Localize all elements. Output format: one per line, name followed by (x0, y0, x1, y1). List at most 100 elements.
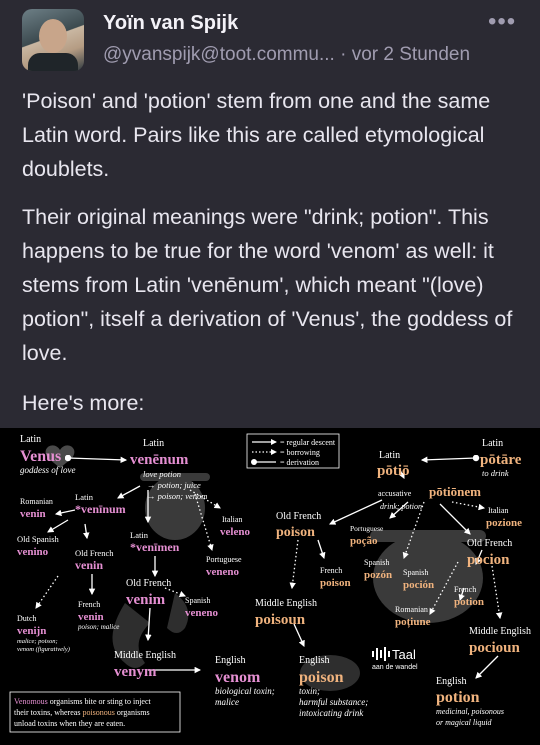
old-french-1-word: venin (75, 558, 103, 572)
avatar[interactable] (22, 9, 84, 71)
middle-english-pocioun-word: pocioun (469, 640, 521, 656)
cauldron-right-icon (370, 530, 486, 623)
old-spanish-lang: Old Spanish (17, 534, 60, 544)
svg-text:Venomous organisms bite or sti: Venomous organisms bite or sting to inje… (14, 697, 152, 706)
english-poison-gloss-2: harmful substance; (299, 697, 368, 707)
english-potion-gloss-2: or magical liquid (436, 718, 493, 727)
cauldron-left-icon (140, 473, 210, 540)
dutch-lang: Dutch (17, 614, 37, 623)
portuguese-potion-lang: Portuguese (350, 524, 384, 533)
latin-venus-lang: Latin (20, 434, 41, 445)
latin-veninum-lang: Latin (75, 492, 94, 502)
romanian-lang: Romanian (20, 497, 53, 506)
french-poison-lang: French (320, 566, 342, 575)
french-lang: French (78, 600, 100, 609)
frog-icon (300, 655, 360, 691)
middle-english-lang: Middle English (114, 650, 176, 661)
accusative-word: pōtiōnem (429, 484, 481, 499)
footnote: Venomous organisms bite or sting to inje… (9, 691, 181, 733)
english-venom-word: venom (215, 669, 261, 686)
spanish-lang: Spanish (185, 596, 210, 605)
portuguese-potion-word: poção (350, 535, 378, 547)
spanish-word: veneno (185, 607, 219, 619)
french-potion-word: potion (454, 596, 484, 608)
post-paragraph-1: 'Poison' and 'potion' stem from one and … (22, 89, 491, 181)
etymology-infographic[interactable]: = regular descent = borrowing = derivati… (0, 428, 540, 745)
post-paragraph-3: Here's more: (22, 391, 145, 415)
potion-tree: Latin pōtāre to drink Latin pōtiō accusa… (255, 438, 531, 727)
english-poison-gloss-1: toxin; (299, 686, 320, 696)
heart-icon (45, 445, 75, 468)
latin-potare-lang: Latin (482, 438, 503, 449)
italian-word: veleno (220, 526, 250, 538)
latin-potio-word: pōtiō (377, 463, 410, 479)
romanian-potion-lang: Romanian (395, 605, 428, 614)
latin-venus-word: Venus (20, 448, 61, 465)
accusative-label: accusative (378, 489, 412, 498)
english-poison-lang: English (299, 655, 330, 666)
footnote-text-4: unload toxins when they are eaten. (14, 719, 125, 728)
latin-potare-word: pōtāre (480, 452, 522, 468)
romanian-potion-word: poțiune (395, 616, 431, 628)
english-poison-gloss-3: intoxicating drink (299, 708, 364, 718)
brand-sub: aan de wandel (372, 664, 418, 671)
middle-english-poisoun-word: poisoun (255, 612, 306, 628)
spanish-1-lang: Spanish (364, 558, 389, 567)
middle-english-pocioun-lang: Middle English (469, 626, 531, 637)
legend: = regular descent = borrowing = derivati… (246, 433, 340, 469)
english-venom-gloss-2: malice (215, 697, 239, 707)
author-handle[interactable]: @yvanspijk@toot.commu... (103, 44, 335, 65)
dutch-word: venijn (17, 625, 46, 637)
spanish-2-lang: Spanish (403, 568, 428, 577)
legend-regular: = regular descent (280, 438, 336, 447)
old-french-2-word: venim (126, 592, 166, 608)
latin-potio-lang: Latin (379, 450, 400, 461)
spanish-2-word: poción (403, 579, 434, 591)
speech-waves-icon (372, 647, 390, 661)
english-potion-gloss-1: medicinal, poisonous (436, 707, 504, 716)
old-french-poison-lang: Old French (276, 511, 321, 522)
english-potion-word: potion (436, 689, 480, 706)
author-name[interactable]: Yoïn van Spijk (103, 12, 239, 34)
french-potion-lang: French (454, 585, 476, 594)
dutch-gloss-1: malice; poison; (17, 638, 58, 645)
latin-venenum-word: venēnum (130, 452, 189, 468)
scorpion-icon (112, 593, 189, 668)
post-paragraph-2: Their original meanings were "drink; pot… (22, 205, 513, 365)
middle-english-word: venym (114, 664, 157, 680)
portuguese-word: veneno (206, 566, 240, 578)
brand-name: Taal (392, 647, 416, 662)
english-poison-word: poison (299, 669, 344, 686)
footnote-venomous: Venomous (14, 697, 48, 706)
middle-english-poisoun-lang: Middle English (255, 598, 317, 609)
latin-potare-gloss: to drink (482, 468, 509, 478)
footnote-text-2: their toxins, whereas (14, 708, 82, 717)
old-french-2-lang: Old French (126, 578, 171, 589)
venom-tree: Latin Venus goddess of love Latin venēnu… (17, 434, 275, 707)
french-gloss: poison; malice (77, 623, 119, 631)
brand-logo: Taal aan de wandel (372, 647, 418, 671)
svg-text:their toxins, whereas poisonou: their toxins, whereas poisonous organism… (14, 708, 150, 717)
latin-venenum-gloss-3: → poison; venom (147, 491, 207, 501)
italian-potion-lang: Italian (488, 506, 508, 515)
latin-venenum-gloss-2: → potion; juice (147, 480, 201, 490)
latin-veninum-word: *venīnum (75, 502, 126, 516)
italian-lang: Italian (222, 515, 242, 524)
footnote-poisonous: poisonous (82, 708, 114, 717)
post-time[interactable]: vor 2 Stunden (351, 44, 471, 65)
french-poison-word: poison (320, 577, 351, 589)
old-spanish-word: venino (17, 546, 49, 558)
old-french-poison-word: poison (276, 525, 315, 540)
footnote-text-1: organisms bite or sting to inject (48, 697, 152, 706)
dutch-gloss-2: venom (figuratively) (17, 646, 70, 653)
english-venom-lang: English (215, 655, 246, 666)
romanian-word: venin (20, 508, 46, 520)
old-french-pocion-lang: Old French (467, 538, 512, 549)
latin-venenum-lang: Latin (143, 438, 164, 449)
infographic-canvas: = regular descent = borrowing = derivati… (9, 433, 531, 733)
latin-venimen-lang: Latin (130, 530, 149, 540)
more-dots-icon[interactable]: ••• (488, 8, 517, 35)
old-french-1-lang: Old French (75, 548, 114, 558)
legend-derivation: = derivation (280, 458, 319, 467)
